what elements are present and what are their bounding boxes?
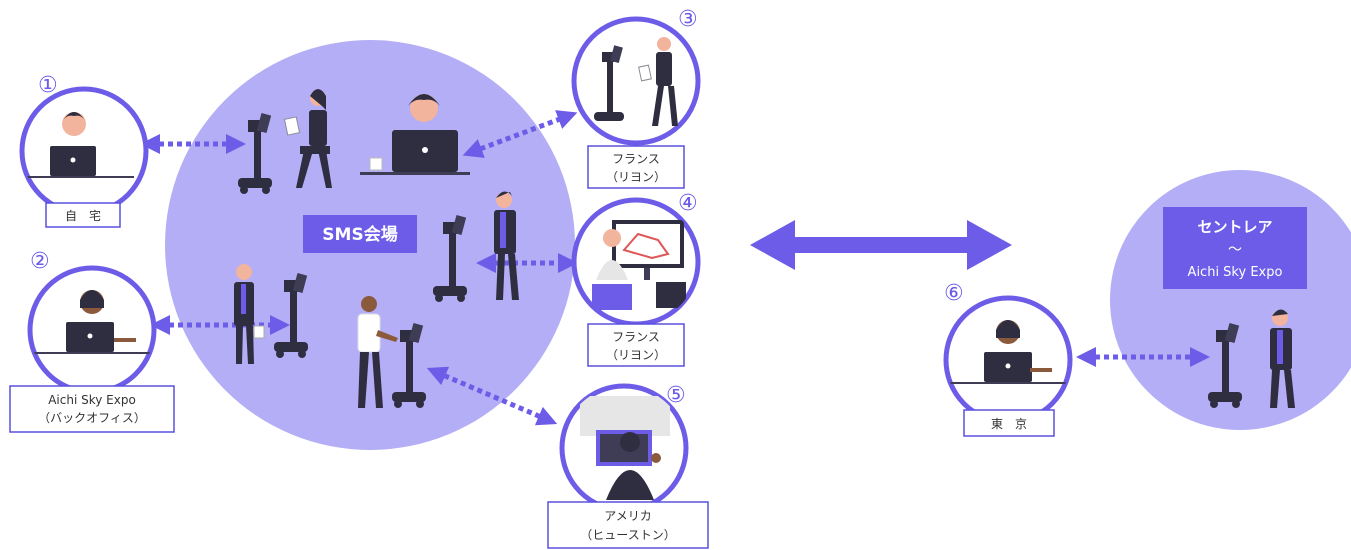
- dotted-arrow-icon: [426, 366, 558, 426]
- person-icon: [283, 89, 332, 188]
- site-label: 東 京: [991, 417, 1027, 431]
- site-label-line2: （バックオフィス）: [38, 411, 146, 425]
- site-home: ① 自 宅: [19, 73, 149, 228]
- telepresence-robot-icon: [433, 215, 467, 302]
- laptop-icon: [984, 352, 1032, 382]
- laptop-icon: [360, 130, 470, 175]
- site-label-box: [587, 323, 685, 367]
- site-label-box: [963, 409, 1055, 437]
- telepresence-robot-icon: [1208, 323, 1242, 408]
- telepresence-robot-icon: [274, 273, 308, 358]
- person-icon: [494, 191, 519, 300]
- site-number: ①: [38, 73, 58, 98]
- venue-label: SMS会場: [322, 224, 397, 245]
- site-label-line2: （リヨン）: [606, 170, 666, 184]
- person-icon: [234, 264, 265, 364]
- site-label-box: [9, 385, 175, 433]
- laptop-icon: [66, 322, 114, 352]
- laptop-icon: [50, 146, 96, 176]
- venue-label-box: [303, 215, 417, 253]
- site-label-line1: Aichi Sky Expo: [48, 393, 136, 407]
- dotted-arrow-icon: [462, 110, 578, 158]
- site-label-line2: （リヨン）: [606, 348, 666, 362]
- site-label-line1: アメリカ: [604, 509, 651, 523]
- remote-venue-line3: Aichi Sky Expo: [1188, 265, 1283, 280]
- remote-venue-line2: 〜: [1228, 242, 1242, 258]
- site-number: ③: [678, 7, 698, 32]
- site-usa: ⑤ アメリカ （ヒューストン）: [547, 383, 709, 549]
- person-icon: [638, 37, 678, 126]
- monitor-icon: [612, 220, 684, 280]
- site-number: ④: [678, 191, 698, 216]
- site-number: ⑤: [666, 383, 686, 408]
- site-label-line1: フランス: [612, 152, 660, 166]
- site-label: 自 宅: [65, 208, 101, 223]
- person-icon: [357, 296, 398, 408]
- remote-venue-line1: セントレア: [1197, 218, 1272, 236]
- site-label-box: [547, 501, 709, 549]
- site-label-box: [587, 145, 685, 189]
- site-label-box: [45, 202, 121, 228]
- site-back-office: ② Aichi Sky Expo （バックオフィス）: [9, 249, 175, 433]
- site-number: ⑥: [944, 281, 964, 306]
- telepresence-robot-icon: [392, 323, 426, 408]
- site-label-line2: （ヒューストン）: [580, 528, 675, 542]
- double-arrow-icon: [750, 220, 1012, 270]
- site-tokyo: ⑥ 東 京: [943, 281, 1073, 437]
- person-icon: [1270, 309, 1295, 408]
- site-france-1: ③ フランス （リヨン）: [571, 7, 701, 189]
- telepresence-robot-icon: [594, 45, 624, 121]
- site-label-line1: フランス: [612, 330, 660, 344]
- site-number: ②: [30, 249, 50, 274]
- telepresence-robot-icon: [238, 113, 272, 194]
- site-france-2: ④ フランス （リヨン）: [571, 191, 701, 367]
- remote-venue-label-box: [1163, 207, 1307, 289]
